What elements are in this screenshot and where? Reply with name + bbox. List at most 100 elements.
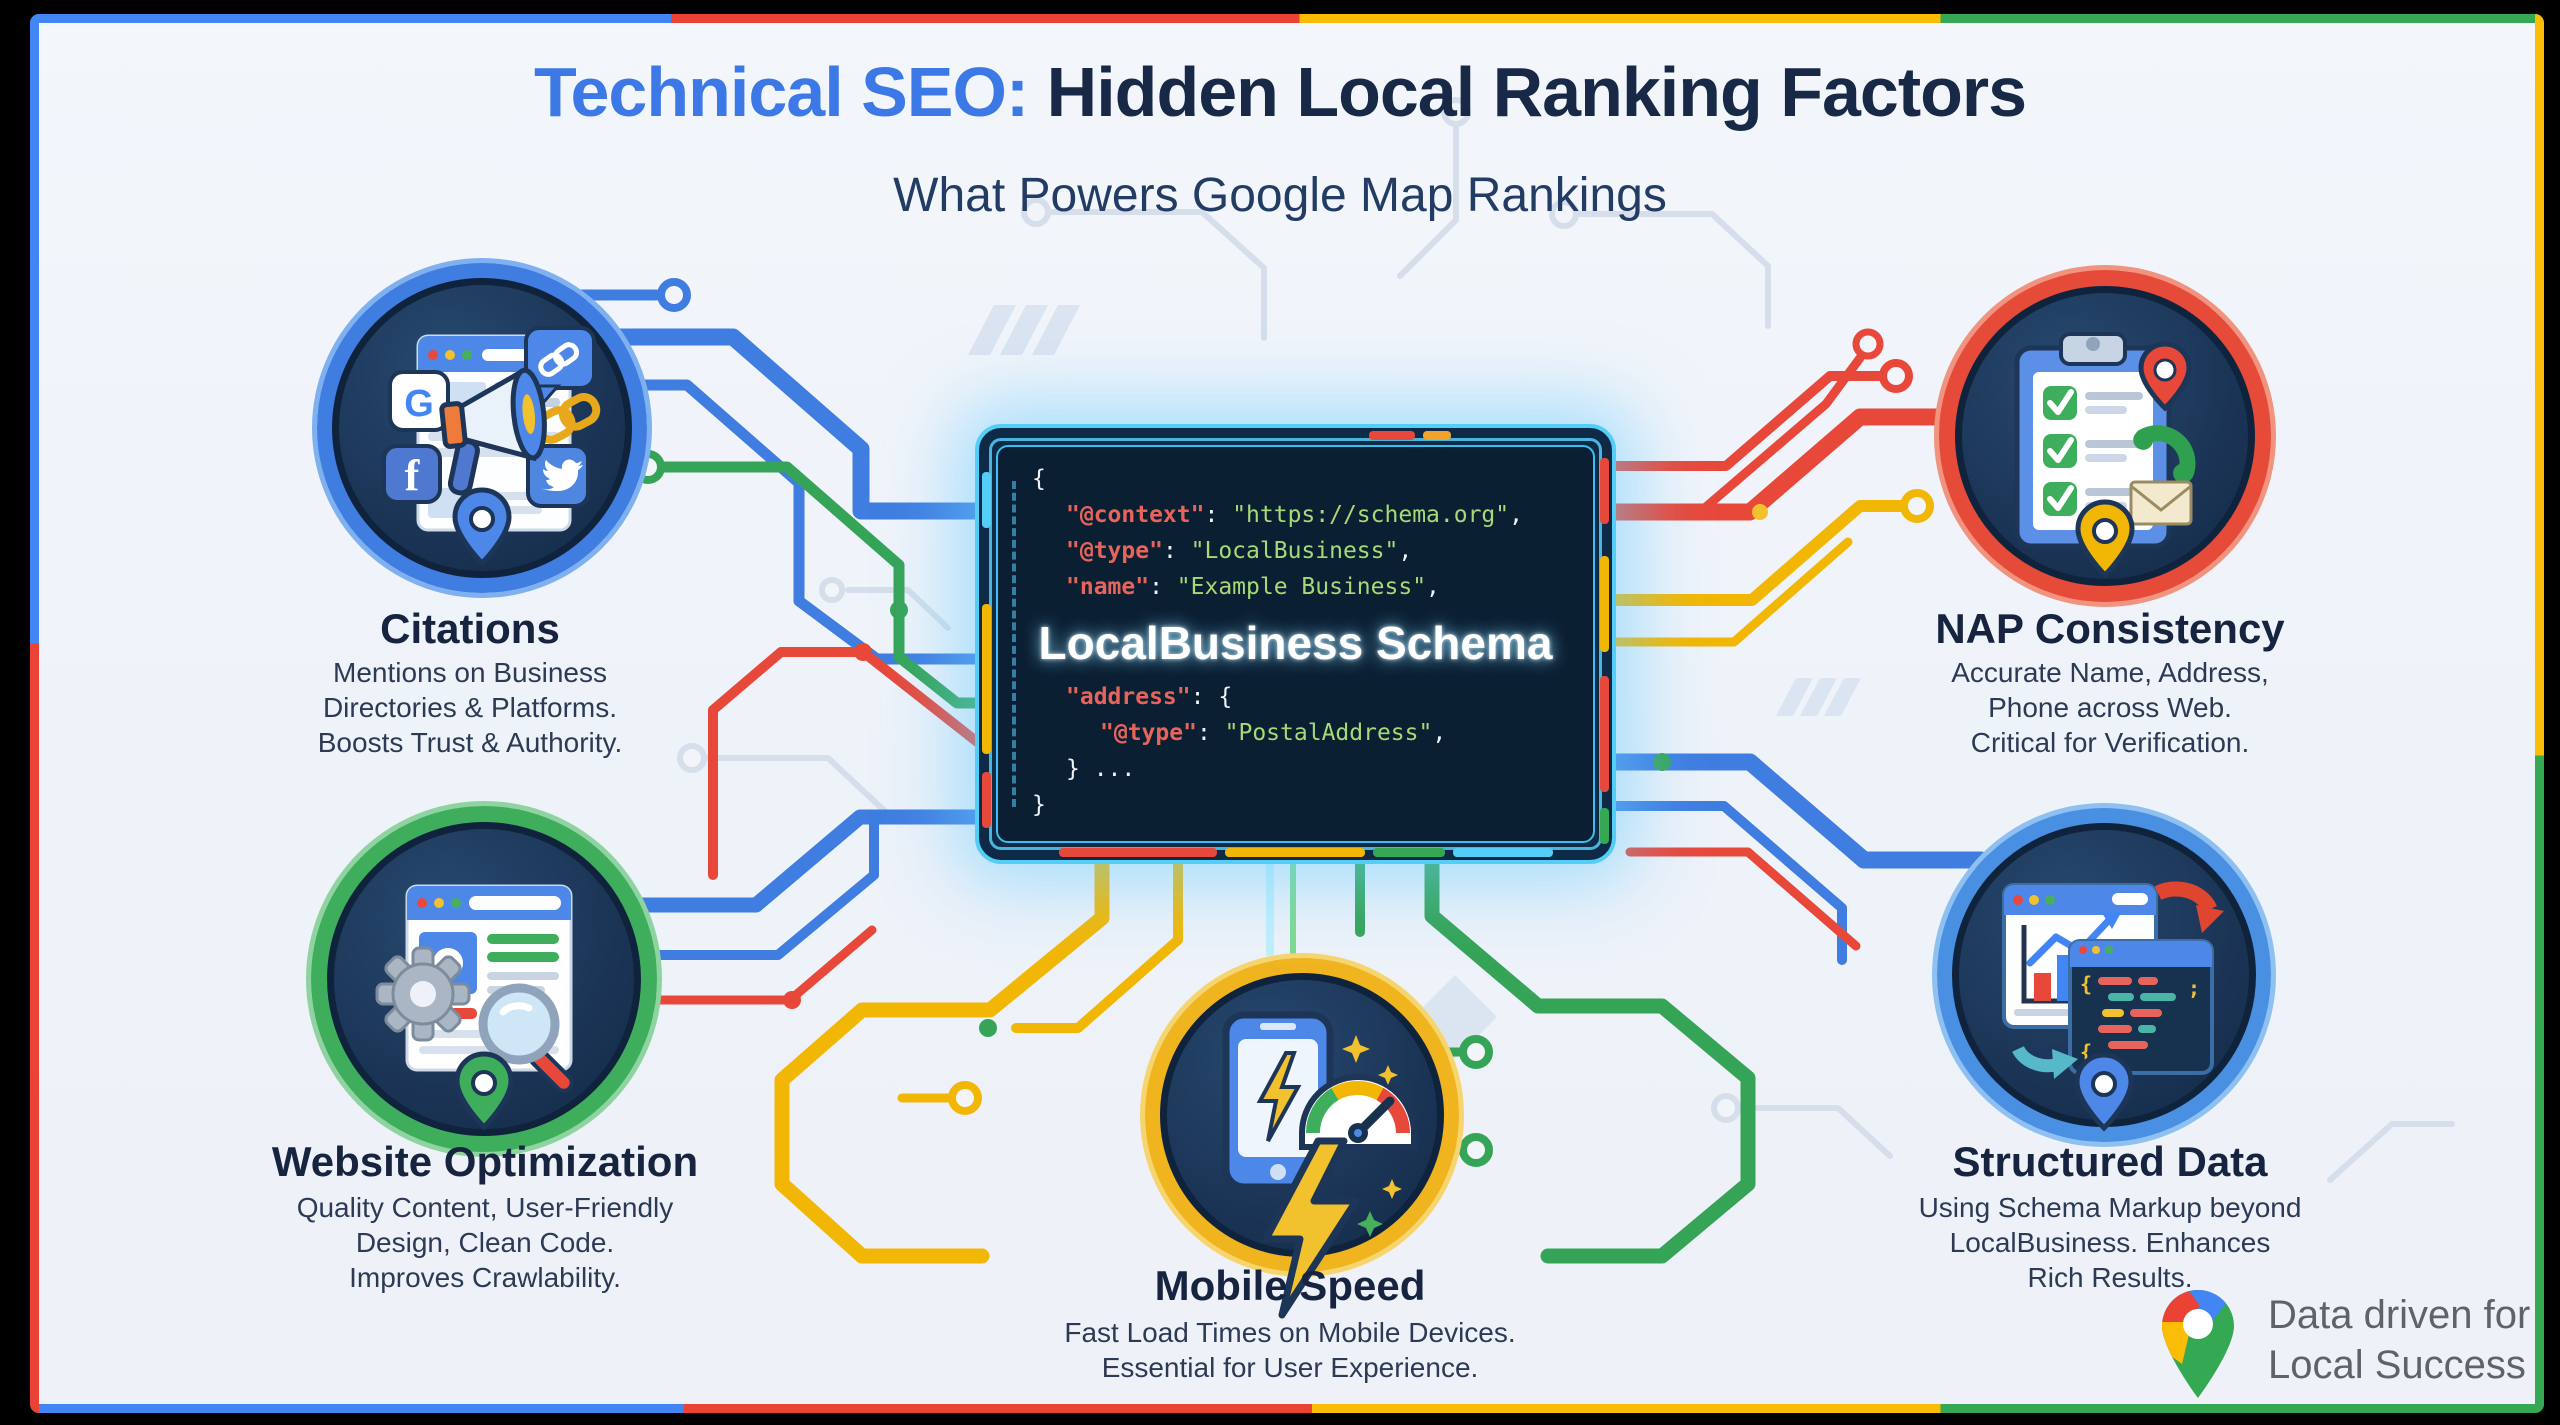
background-circuit-lines bbox=[677, 97, 2455, 1183]
website-optimization-illustration bbox=[375, 884, 574, 1131]
mobile-speed-icon bbox=[1145, 958, 1459, 1319]
facebook-badge-icon: f bbox=[382, 444, 442, 504]
citations-illustration: G f bbox=[382, 326, 601, 567]
frame-dash bbox=[1600, 556, 1609, 652]
nap-illustration bbox=[2014, 332, 2196, 579]
footer-line: Local Success bbox=[2268, 1343, 2526, 1387]
page-subtitle: What Powers Google Map Rankings bbox=[893, 169, 1667, 222]
code-line: } bbox=[1032, 792, 1046, 818]
speedometer-icon bbox=[1299, 1074, 1417, 1150]
schema-code-screen: { "@context": "https://schema.org", "@ty… bbox=[996, 445, 1595, 843]
google-badge-icon: G bbox=[388, 370, 450, 432]
twitter-badge-icon bbox=[526, 444, 590, 508]
website-optimization-title: Website Optimization bbox=[271, 1138, 699, 1185]
trace-group-website bbox=[583, 809, 989, 1009]
red-pin-icon bbox=[2138, 341, 2192, 412]
nap-desc-line: Phone across Web. bbox=[1988, 692, 2232, 723]
nap-icon bbox=[1939, 270, 2271, 602]
gear-icon bbox=[375, 946, 471, 1042]
structured-data-title: Structured Data bbox=[1952, 1138, 2268, 1185]
svg-text:G: G bbox=[404, 383, 434, 425]
nap-title: NAP Consistency bbox=[1935, 605, 2285, 652]
border-right bbox=[2535, 14, 2544, 1413]
code-key: "@type" bbox=[1066, 538, 1163, 564]
svg-text:;: ; bbox=[2188, 976, 2200, 1000]
structured-desc-line: Rich Results. bbox=[2027, 1262, 2193, 1293]
map-pin-icon bbox=[452, 487, 512, 567]
citations-title: Citations bbox=[380, 605, 560, 652]
structured-data-illustration: { { ; bbox=[2002, 881, 2224, 1132]
blue-pin-icon bbox=[2074, 1052, 2134, 1132]
code-line: { bbox=[1032, 466, 1046, 492]
schema-code: { "@context": "https://schema.org", "@ty… bbox=[1032, 461, 1579, 823]
code-window-icon: { { ; bbox=[2068, 939, 2214, 1075]
website-desc-line: Quality Content, User-Friendly bbox=[296, 1192, 674, 1223]
frame-dash bbox=[1453, 848, 1553, 857]
code-key: "@context" bbox=[1066, 502, 1205, 528]
code-sep: , bbox=[1432, 720, 1447, 746]
code-sep: : bbox=[1204, 502, 1233, 528]
frame-dash bbox=[982, 604, 991, 754]
footer-line: Data driven for bbox=[2268, 1293, 2531, 1337]
citations-desc-line: Mentions on Business bbox=[333, 657, 607, 688]
code-line: "name": "Example Business", bbox=[1032, 569, 1579, 605]
trace-group-nap bbox=[1595, 328, 1990, 647]
google-maps-pin-icon bbox=[2161, 1289, 2234, 1399]
sparkle-icons bbox=[1342, 1035, 1402, 1237]
code-sep: , bbox=[1398, 538, 1413, 564]
mobile-speed-desc: Fast Load Times on Mobile Devices. Essen… bbox=[1020, 1315, 1560, 1385]
code-line: "@context": "https://schema.org", bbox=[1032, 497, 1579, 533]
trace-group-citations bbox=[554, 278, 992, 880]
frame-dash bbox=[1373, 848, 1445, 857]
phone-handset-icon bbox=[2133, 425, 2196, 484]
nap-desc-line: Accurate Name, Address, bbox=[1951, 657, 2269, 688]
citations-desc-line: Directories & Platforms. bbox=[322, 692, 618, 723]
nap-desc: Accurate Name, Address, Phone across Web… bbox=[1880, 655, 2340, 760]
frame-dash bbox=[1059, 848, 1217, 857]
code-key: "name" bbox=[1066, 574, 1150, 600]
website-optimization-icon bbox=[311, 806, 657, 1152]
structured-data-icon: { { ; bbox=[1937, 808, 2271, 1142]
code-line: "@type": "PostalAddress", bbox=[1032, 715, 1579, 751]
citations-desc-line: Boosts Trust & Authority. bbox=[317, 727, 623, 758]
trace-group-mobile bbox=[774, 854, 1756, 1264]
structured-desc-line: LocalBusiness. Enhances bbox=[1949, 1227, 2271, 1258]
frame-dash bbox=[1423, 431, 1451, 440]
megaphone-icon bbox=[439, 366, 547, 496]
nap-desc-line: Critical for Verification. bbox=[1970, 727, 2250, 758]
website-desc-line: Improves Crawlability. bbox=[349, 1262, 621, 1293]
border-top bbox=[30, 14, 2544, 23]
link-bubble-icon bbox=[524, 326, 596, 408]
code-key: "address" bbox=[1066, 684, 1191, 710]
website-optimization-desc: Quality Content, User-Friendly Design, C… bbox=[235, 1190, 735, 1295]
title-main: Hidden Local Ranking Factors bbox=[1028, 53, 2027, 131]
yellow-pin-icon bbox=[2075, 499, 2135, 579]
code-sep: , bbox=[1509, 502, 1523, 528]
svg-text:{: { bbox=[2080, 972, 2092, 996]
title-accent: Technical SEO: bbox=[533, 53, 1029, 131]
trace-group-structured bbox=[1595, 753, 1990, 965]
magnifier-icon bbox=[478, 983, 574, 1093]
svg-text:f: f bbox=[405, 451, 421, 500]
schema-heading: LocalBusiness Schema bbox=[1038, 617, 1553, 669]
canvas-border bbox=[30, 14, 2544, 1413]
code-value: "Example Business" bbox=[1176, 574, 1427, 600]
code-key: "@type" bbox=[1100, 720, 1197, 746]
frame-dash bbox=[1600, 808, 1609, 844]
frame-dash bbox=[1600, 458, 1609, 524]
border-left bbox=[30, 14, 39, 1413]
structured-data-desc: Using Schema Markup beyond LocalBusiness… bbox=[1870, 1190, 2350, 1295]
footer-brand: Data driven for Local Success bbox=[2150, 1278, 2530, 1402]
footer-tagline: Data driven for Local Success bbox=[2268, 1290, 2530, 1390]
code-sep: : bbox=[1162, 538, 1191, 564]
code-line: } ... bbox=[1066, 756, 1136, 782]
page-title: Technical SEO: Hidden Local Ranking Fact… bbox=[0, 52, 2560, 132]
structured-desc-line: Using Schema Markup beyond bbox=[1918, 1192, 2302, 1223]
citations-desc: Mentions on Business Directories & Platf… bbox=[250, 655, 690, 760]
small-bolt-icon bbox=[1256, 1051, 1302, 1142]
frame-dash bbox=[1225, 848, 1365, 857]
mobile-speed-illustration bbox=[1222, 1011, 1417, 1319]
website-desc-line: Design, Clean Code. bbox=[355, 1227, 615, 1258]
